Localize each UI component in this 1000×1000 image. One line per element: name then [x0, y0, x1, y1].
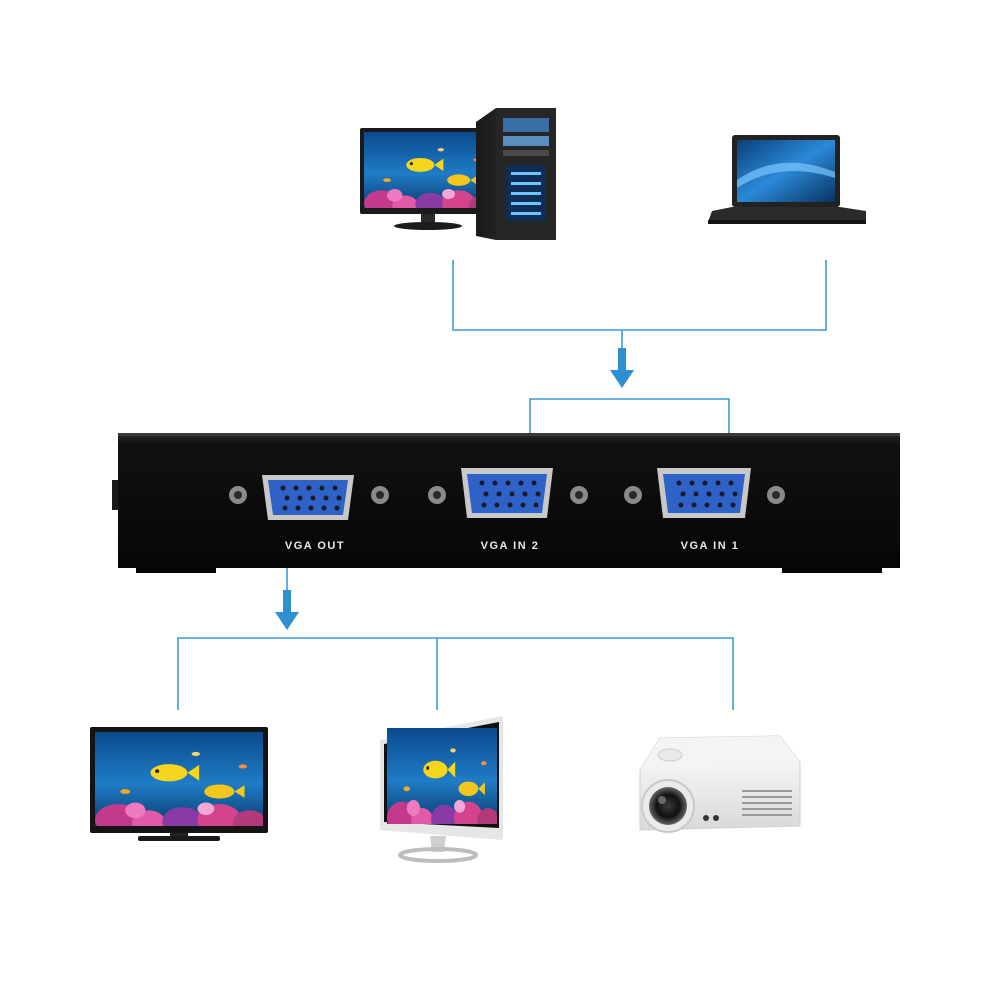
desktop-computer-icon: [360, 108, 556, 240]
projector-icon: [639, 735, 801, 833]
vga-in-2-label: VGA IN 2: [481, 540, 540, 552]
down-arrow-icon: [275, 590, 299, 630]
vga-in-2-port: VGA IN 2: [428, 468, 588, 552]
output-connector: [177, 637, 734, 710]
vga-in-1-port: VGA IN 1: [624, 468, 785, 552]
down-arrow-icon: [610, 348, 634, 388]
laptop-icon: [708, 135, 866, 224]
source-connector: [452, 260, 827, 331]
flat-tv-icon: [90, 727, 268, 841]
vga-switch-box: VGA OUT VGA IN 2 V: [112, 433, 900, 573]
vga-out-label: VGA OUT: [285, 540, 345, 552]
vga-in-1-label: VGA IN 1: [681, 540, 740, 552]
vga-out-port: VGA OUT: [229, 475, 389, 552]
lcd-monitor-icon: [380, 716, 503, 863]
